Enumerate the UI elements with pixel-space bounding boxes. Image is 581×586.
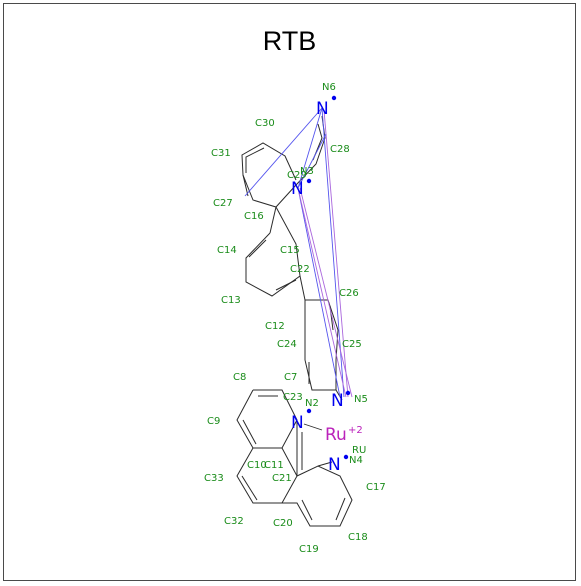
upper-ring-bonds <box>241 115 326 208</box>
carbon-label: C8 <box>233 372 246 383</box>
atom-n4: N <box>328 455 341 475</box>
carbon-label: C15 <box>280 245 300 256</box>
atom-n3: N <box>291 179 304 199</box>
carbon-label: C19 <box>299 544 319 555</box>
carbon-label: C10 <box>247 460 267 471</box>
radical-dot-n6 <box>331 95 337 101</box>
atom-n2-tag: N2 <box>305 398 319 409</box>
upper-ring-inner-2 <box>245 147 265 173</box>
radical-dot-n5 <box>345 390 351 396</box>
middle-ring-bonds <box>245 206 301 297</box>
bond-c16-c14 <box>269 206 277 234</box>
carbon-label: C12 <box>265 321 285 332</box>
link-n3-n5b <box>297 187 347 398</box>
radical-dot-n2 <box>306 408 312 414</box>
atom-n4-tag: N4 <box>349 455 363 466</box>
atom-ru: Ru <box>325 425 347 445</box>
carbon-label: C13 <box>221 295 241 306</box>
carbon-label: C27 <box>213 198 233 209</box>
radical-dot-n4 <box>343 454 349 460</box>
phen-mid-ring <box>236 447 298 504</box>
atom-n6-tag: N6 <box>322 82 336 93</box>
carbon-label: C18 <box>348 532 368 543</box>
atom-ru-tag: RU <box>352 445 366 456</box>
carbon-label: C33 <box>204 473 224 484</box>
middle-ring-inner-2 <box>275 279 297 291</box>
heteroatoms: N N6 N N3 N N5 N N2 N N4 Ru +2 RU <box>291 82 368 475</box>
atom-n6: N <box>316 99 329 119</box>
link-n2-ru <box>303 423 323 431</box>
atom-ru-charge: +2 <box>348 425 363 436</box>
carbon-label: C25 <box>342 339 362 350</box>
atom-n3-tag: N3 <box>300 166 314 177</box>
carbon-label: C14 <box>217 245 237 256</box>
upper-ring-inner <box>312 123 323 161</box>
carbon-label: C7 <box>284 372 297 383</box>
carbon-label: C17 <box>366 482 386 493</box>
link-n6-n3 <box>297 107 323 189</box>
link-n6-n5b <box>323 109 349 398</box>
carbon-label: C23 <box>283 392 303 403</box>
middle-ring-inner <box>248 239 267 258</box>
carbon-labels: C30 C31 C28 C29 C27 C16 C14 C15 C22 C13 … <box>204 118 386 555</box>
carbon-label: C29 <box>287 170 307 181</box>
carbon-label: C28 <box>330 144 350 155</box>
carbon-label: C31 <box>211 148 231 159</box>
atom-n5-tag: N5 <box>354 394 368 405</box>
link-n3-n5a <box>297 187 341 398</box>
bond-c27-c31 <box>242 174 249 197</box>
carbon-label: C22 <box>290 264 310 275</box>
phen-right-inner-2 <box>301 499 313 521</box>
carbon-label: C11 <box>264 460 284 471</box>
phen-mid-inner <box>241 475 258 501</box>
carbon-label: C24 <box>277 339 297 350</box>
diagram-frame: RTB <box>3 3 576 581</box>
carbon-label: C21 <box>272 473 292 484</box>
diagram-title: RTB <box>262 26 317 56</box>
coordination-lines <box>244 107 353 431</box>
link-n6-c16 <box>244 107 323 197</box>
bond-n4-ring <box>317 461 333 467</box>
carbon-label: C9 <box>207 416 220 427</box>
carbon-label: C16 <box>244 211 264 222</box>
phen-right-inner <box>335 497 346 521</box>
bond-c24-n5 <box>335 389 343 401</box>
link-n3-n5c <box>299 187 353 398</box>
carbon-label: C20 <box>273 518 293 529</box>
bond-skeleton <box>236 115 353 527</box>
radical-dot-n3 <box>306 178 312 184</box>
carbon-label: C26 <box>339 288 359 299</box>
carbon-label: C32 <box>224 516 244 527</box>
carbon-label: C30 <box>255 118 275 129</box>
phen-left-inner-2 <box>242 419 257 445</box>
atom-n2: N <box>291 413 304 433</box>
atom-n5: N <box>331 391 344 411</box>
link-n3-c28 <box>297 133 327 189</box>
phen-right-ring <box>282 465 353 527</box>
